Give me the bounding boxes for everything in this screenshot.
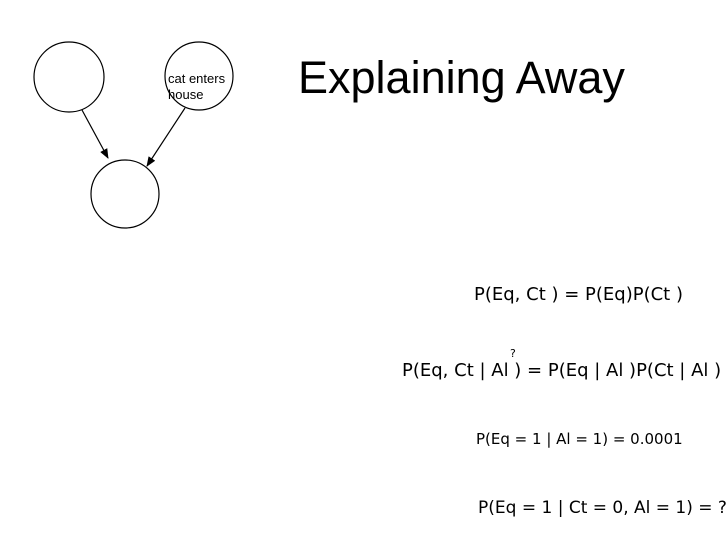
cat-node-label: cat enters house [168,71,242,103]
edge-earthquake-to-alarm [81,109,109,159]
edge-cat-to-alarm [146,107,186,167]
cat-enters-house-node [164,41,234,111]
cat-node-label-line2: house [168,87,204,102]
slide-title: Explaining Away [298,52,625,103]
alarm-node [90,159,160,229]
equation-eq-given-cat-and-alarm: P(Eq = 1 | Ct = 0, Al = 1) = ? [478,498,727,518]
equation-joint-independence: P(Eq, Ct ) = P(Eq)P(Ct ) [474,284,683,305]
equation-eq-given-alarm: P(Eq = 1 | Al = 1) = 0.0001 [476,430,683,448]
equation-conditional-independence: P(Eq, Ct | Al ) = P(Eq | Al )P(Ct | Al ) [402,360,722,381]
cat-node-label-line1: cat enters [168,71,226,86]
equation-question-mark: ? [510,347,516,360]
earthquake-node [33,41,105,113]
